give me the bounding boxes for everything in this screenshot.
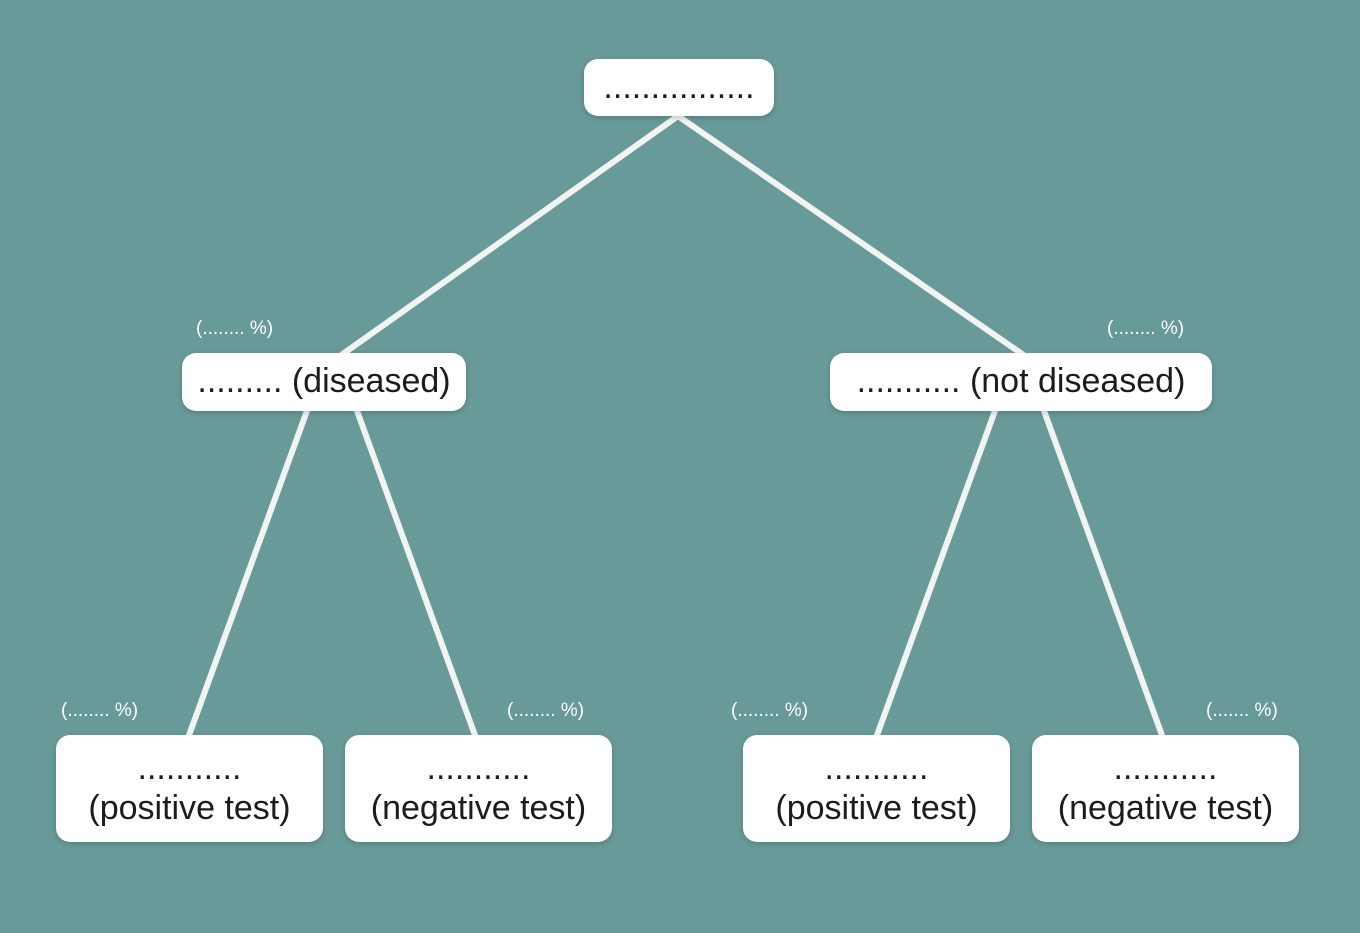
not-diseased-negative-percent: (....... %) [1206, 700, 1278, 721]
not-diseased-positive-node: ........... (positive test) [743, 735, 1010, 842]
not-diseased-positive-label: (positive test) [775, 788, 978, 827]
diseased-negative-node: ........... (negative test) [345, 735, 612, 842]
edge-not-diseased-to-positive [873, 405, 999, 741]
diseased-negative-label: (negative test) [370, 788, 587, 827]
diseased-node: ......... (diseased) [182, 353, 466, 411]
not-diseased-negative-label: (negative test) [1057, 788, 1274, 827]
edge-diseased-to-negative [353, 405, 479, 741]
diseased-positive-percent: (........ %) [61, 700, 139, 721]
diseased-positive-count: ........... [137, 749, 242, 788]
root-node-label: ................ [603, 67, 755, 106]
edge-root-to-not-diseased [675, 113, 1028, 359]
not-diseased-positive-count: ........... [824, 749, 929, 788]
not-diseased-node-label: ........... (not diseased) [856, 362, 1186, 401]
root-node: ................ [584, 59, 774, 116]
diseased-negative-percent: (........ %) [507, 700, 585, 721]
diseased-percent: (........ %) [196, 318, 274, 339]
diseased-node-label: ......... (diseased) [197, 362, 451, 401]
not-diseased-negative-node: ........... (negative test) [1032, 735, 1299, 842]
edge-not-diseased-to-negative [1040, 405, 1166, 741]
diseased-positive-label: (positive test) [88, 788, 291, 827]
diseased-positive-node: ........... (positive test) [56, 735, 323, 842]
edge-root-to-diseased [337, 113, 681, 359]
edge-diseased-to-positive [185, 405, 311, 741]
not-diseased-positive-percent: (........ %) [731, 700, 809, 721]
not-diseased-percent: (........ %) [1107, 318, 1185, 339]
diseased-negative-count: ........... [426, 749, 531, 788]
not-diseased-node: ........... (not diseased) [830, 353, 1212, 411]
not-diseased-negative-count: ........... [1113, 749, 1218, 788]
